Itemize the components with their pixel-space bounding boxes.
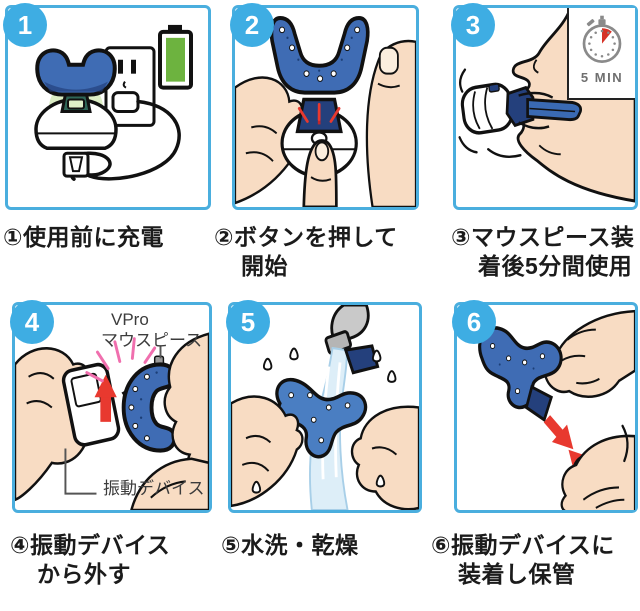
charging-illustration [34,24,193,181]
upper-lip [518,91,554,99]
step-5-badge: 5 [226,300,270,344]
left-hand-lines [245,125,278,162]
caption-line: 開始 [241,253,288,279]
step-5-caption: ⑤水洗・乾燥 [221,531,358,560]
step-2-caption: ②ボタンを押して 開始 [214,223,398,281]
vibration-device-label: 振動デバイス [103,479,205,498]
step-2-badge: 2 [230,3,274,47]
pointer-line-device [64,448,97,495]
lower-hand [560,424,635,510]
caption-line: から外す [37,561,131,587]
caption-line: ⑥振動デバイスに [431,532,615,558]
step-4-badge: 4 [10,300,54,344]
caption-line: ⑤水洗・乾燥 [221,532,359,558]
mouthpiece-in-mouth [526,97,583,122]
step-5-panel: 5 [226,300,422,513]
caption-line: 装着し保管 [458,561,576,587]
step-3-caption: ③マウスピース装 着後5分間使用 [451,223,634,281]
mouthpiece-shade [44,81,108,92]
mouthpiece [275,377,368,459]
right-hand [350,405,419,510]
mouthpiece [478,326,563,423]
step-3-panel: 3 [451,3,638,210]
timer-box: 5 MIN [567,8,635,100]
step-1-panel: 1 [3,3,211,210]
step-4-panel: 4 [10,300,212,513]
step-6-panel: 6 [452,300,638,513]
step-3-badge: 3 [451,3,495,47]
charging-dock [34,97,118,178]
step-4-caption: ④振動デバイス から外す [10,531,170,589]
step-6-caption: ⑥振動デバイスに 装着し保管 [431,531,615,589]
caption-line: 着後5分間使用 [478,253,633,279]
vpro-mouthpiece-label: VPro マウスピース [101,310,203,350]
step-1-caption: ①使用前に充電 [3,223,164,252]
action-lines [297,103,341,123]
upper-hand [543,309,635,398]
water-droplets [251,347,397,494]
vibration-device [460,82,514,135]
caption-line: ④振動デバイス [10,532,171,558]
mouthpiece [35,48,117,97]
caption-line: ①使用前に充電 [3,224,164,250]
plug-icon [111,91,140,113]
press-finger [302,139,338,207]
step-6-badge: 6 [452,300,496,344]
step-1-badge: 1 [3,3,47,47]
store-illustration [478,309,635,510]
right-hand [130,332,209,510]
timer-label: 5 MIN [580,70,624,85]
left-hand [231,395,304,508]
rinse-illustration [231,305,419,510]
step-2-panel: 2 [230,3,419,210]
stopwatch-icon [582,15,622,63]
battery-icon [158,24,193,90]
lower-lip [518,121,550,130]
mouthpiece-stem [343,344,380,375]
red-arrow-up-icon [94,374,117,422]
press-button-illustration [235,15,416,207]
motion-lines [458,68,522,158]
caption-line: ③マウスピース装 [451,224,635,250]
caption-line: ②ボタンを押して [214,224,398,250]
detach-illustration [15,332,209,510]
mouthpiece [269,15,370,95]
right-thumb [365,39,416,207]
